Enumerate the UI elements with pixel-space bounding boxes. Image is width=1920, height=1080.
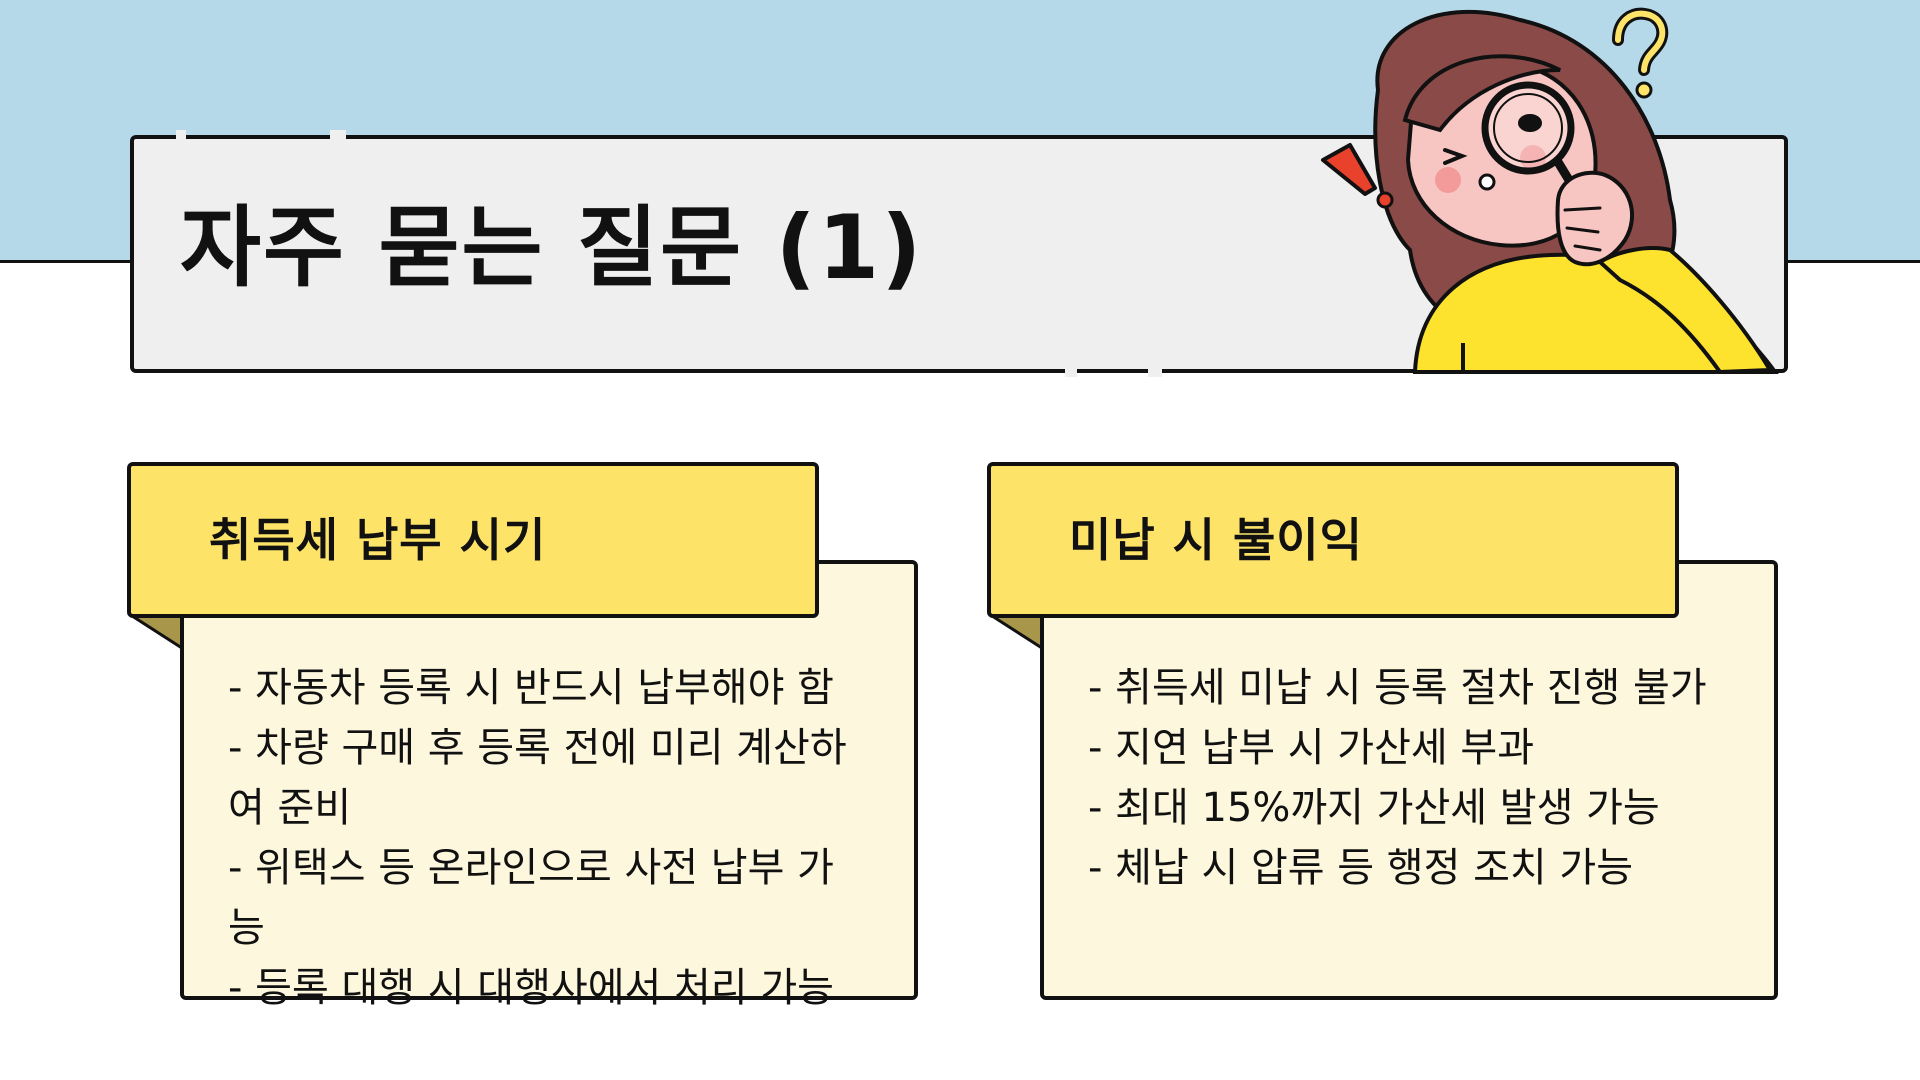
list-item: - 최대 15%까지 가산세 발생 가능: [1088, 785, 1660, 831]
list-item: - 지연 납부 시 가산세 부과: [1088, 725, 1535, 771]
banner-gap: [1148, 367, 1162, 377]
card-fold-shadow: [127, 612, 187, 652]
exclamation-mark-icon: [1321, 143, 1394, 209]
page-title: 자주 묻는 질문 (1): [180, 196, 924, 299]
list-item: - 차량 구매 후 등록 전에 미리 계산하여 준비: [228, 725, 847, 831]
payment-timing-list: - 자동차 등록 시 반드시 납부해야 함 - 차량 구매 후 등록 전에 미리…: [228, 658, 868, 1018]
card-body-nonpayment-penalty: - 취득세 미납 시 등록 절차 진행 불가 - 지연 납부 시 가산세 부과 …: [1040, 560, 1778, 1000]
list-item: - 취득세 미납 시 등록 절차 진행 불가: [1088, 665, 1707, 711]
nonpayment-penalty-list: - 취득세 미납 시 등록 절차 진행 불가 - 지연 납부 시 가산세 부과 …: [1088, 658, 1728, 898]
card-fold-shadow: [987, 612, 1047, 652]
card-body-payment-timing: - 자동차 등록 시 반드시 납부해야 함 - 차량 구매 후 등록 전에 미리…: [180, 560, 918, 1011]
list-item: - 위택스 등 온라인으로 사전 납부 가능: [228, 845, 834, 951]
curious-woman-illustration: [1321, 7, 1779, 375]
banner-gap: [330, 130, 346, 140]
card-heading: 미납 시 불이익: [1069, 513, 1363, 567]
list-item: - 자동차 등록 시 반드시 납부해야 함: [228, 665, 834, 711]
list-item: - 체납 시 압류 등 행정 조치 가능: [1088, 845, 1634, 891]
list-item: - 등록 대행 시 대행사에서 처리 가능: [228, 965, 834, 1011]
banner-gap: [1065, 367, 1077, 377]
card-head-nonpayment-penalty: 미납 시 불이익: [987, 462, 1679, 618]
banner-gap: [176, 130, 186, 140]
card-heading: 취득세 납부 시기: [209, 513, 547, 567]
question-mark-icon: [1612, 7, 1669, 99]
magnifying-glass-icon: [1481, 81, 1577, 190]
card-head-payment-timing: 취득세 납부 시기: [127, 462, 819, 618]
